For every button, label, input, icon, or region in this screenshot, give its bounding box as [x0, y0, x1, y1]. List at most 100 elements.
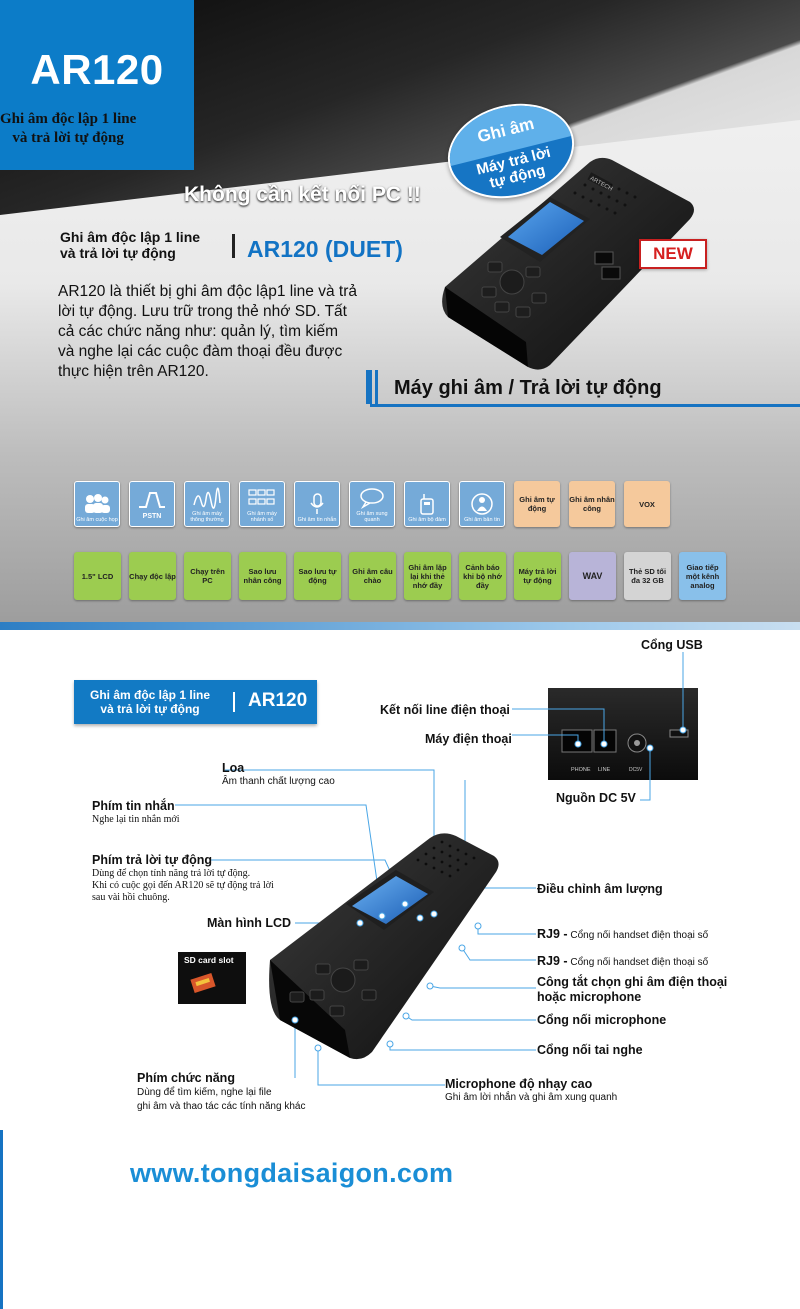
radio-icon	[420, 494, 434, 515]
heading-left-line1: Ghi âm độc lập 1 line	[60, 229, 201, 245]
rj9-port-a: RJ9 - Cổng nối handset điện thoại số	[537, 927, 708, 941]
auto-answer-desc2: Khi có cuộc gọi đến AR120 sẽ tự động trả…	[92, 880, 274, 891]
auto-answer-desc1: Dùng để chọn tính năng trả lời tự động.	[92, 868, 251, 879]
device-lcd	[352, 876, 428, 924]
speaker-desc: Âm thanh chất lượng cao	[222, 776, 335, 787]
auto-answer-desc3: sau vài hồi chuông.	[92, 892, 170, 903]
rj9-port-b: RJ9 - Cổng nối handset điện thoại số	[537, 954, 708, 968]
volume-label: Điều chỉnh âm lượng	[537, 882, 663, 896]
pstn-icon	[139, 492, 165, 508]
feature-label: Ghi âm tự động	[519, 495, 555, 513]
model-box: AR120 Ghi âm độc lập 1 line và trả lời t…	[0, 0, 194, 170]
sd-slot-label: SD card slot	[184, 955, 234, 965]
diagram-header-line2: và trả lời tự động	[100, 702, 200, 716]
feature-label: Ghi âm nhân công	[569, 495, 615, 513]
meeting-icon	[85, 494, 110, 513]
waveform-icon	[193, 487, 221, 509]
port-phone-label: PHONE	[571, 767, 591, 773]
lcd-label: Màn hình LCD	[207, 916, 292, 930]
feature-digital: Ghi âm máy nhánh số	[239, 481, 285, 527]
message-key-desc: Nghe lại tin nhắn mới	[92, 814, 180, 825]
rj9-a-desc: Cổng nối handset điện thoại số	[567, 930, 709, 941]
feature-analog: Ghi âm máy thông thường	[184, 481, 230, 527]
auto-answer-key-label: Phím trả lời tự động	[92, 853, 213, 867]
device-image: ARTECH	[442, 157, 694, 370]
device-body	[269, 833, 499, 1060]
heading-left: Ghi âm độc lập 1 line và trả lời tự động	[60, 229, 200, 261]
line-connect-label: Kết nối line điện thoại	[380, 703, 510, 717]
diagram-header-divider	[233, 692, 235, 712]
feature-news: Ghi âm bản tin	[459, 481, 505, 527]
feature-overwrite: Ghi âm lặp lại khi thẻ nhớ đầy	[404, 552, 451, 600]
diagram-header-line1: Ghi âm độc lập 1 line	[90, 688, 211, 702]
feature-memory-alert: Cảnh báo khi bộ nhớ đầy	[459, 552, 506, 600]
dc-power-label: Nguồn DC 5V	[556, 791, 636, 805]
feature-meeting: Ghi âm cuộc họp	[74, 481, 120, 527]
diagram-header-box: Ghi âm độc lập 1 line và trả lời tự động…	[74, 680, 317, 724]
mic-port-label: Cổng nối microphone	[537, 1013, 667, 1027]
function-key-desc1: Dùng để tìm kiếm, nghe lại file	[137, 1087, 272, 1098]
feature-label: Ghi âm máy thông thường	[190, 511, 224, 523]
feature-label: PSTN	[142, 513, 162, 520]
section-title: Máy ghi âm / Trả lời tự động	[394, 377, 662, 399]
feature-lcd: 1.5" LCD	[74, 552, 121, 600]
heading-model: AR120 (DUET)	[247, 236, 403, 262]
feature-wav: WAV	[569, 552, 616, 600]
section-underline	[370, 404, 800, 407]
left-accent-bar	[0, 1130, 3, 1309]
feature-ambient: Ghi âm xung quanh	[349, 481, 395, 527]
mic-sensitivity-label: Microphone độ nhạy cao	[445, 1077, 593, 1091]
feature-manual-record: Ghi âm nhân công	[569, 481, 615, 527]
port-dc-label: DC5V	[629, 767, 643, 773]
feature-label: Ghi âm tin nhắn	[297, 517, 337, 523]
feature-pc: Chạy trên PC	[184, 552, 231, 600]
feature-label: VOX	[639, 499, 655, 509]
microphone-icon	[310, 493, 324, 514]
feature-analog-channel: Giao tiếp một kênh analog	[679, 552, 726, 600]
speech-icon	[360, 488, 384, 509]
port-line-label: LINE	[598, 767, 611, 773]
website-link[interactable]: www.tongdaisaigon.com	[130, 1158, 454, 1188]
function-key-desc2: ghi âm và thao tác các tính năng khác	[137, 1101, 306, 1112]
banner-bottom-line	[0, 622, 800, 630]
section-accent-thin	[375, 370, 378, 404]
feature-manual-backup: Sao lưu nhân công	[239, 552, 286, 600]
switch-label-1: Công tắt chọn ghi âm điện thoại	[537, 975, 728, 989]
section-accent	[366, 370, 372, 404]
diagram-header-model: AR120	[248, 690, 308, 711]
feature-label: Ghi âm bản tin	[464, 517, 500, 523]
diagram-drawing: PHONE LINE DC5V	[175, 652, 698, 1086]
feature-radio: Ghi âm bộ đàm	[404, 481, 450, 527]
rj9-b-desc: Cổng nối handset điện thoại số	[567, 957, 709, 968]
feature-answering: Máy trả lời tự động	[514, 552, 561, 600]
feature-greeting: Ghi âm câu chào	[349, 552, 396, 600]
feature-label: Ghi âm xung quanh	[356, 511, 388, 523]
speaker-label: Loa	[222, 761, 245, 775]
rj9-b-title: RJ9 -	[537, 954, 568, 968]
feature-sd-card: Thẻ SD tối đa 32 GB	[624, 552, 671, 600]
product-description: AR120 là thiết bị ghi âm độc lập1 line v…	[58, 283, 357, 380]
feature-vox: VOX	[624, 481, 670, 527]
feature-label: Ghi âm bộ đàm	[408, 517, 446, 523]
feature-message: Ghi âm tin nhắn	[294, 481, 340, 527]
mic-sensitivity-desc: Ghi âm lời nhắn và ghi âm xung quanh	[445, 1092, 618, 1103]
no-pc-slogan: Không cần kết nối PC !!	[184, 183, 421, 206]
person-icon	[471, 493, 493, 515]
feature-label: Ghi âm cuộc họp	[76, 517, 118, 523]
top-banner: AR120 Ghi âm độc lập 1 line và trả lời t…	[0, 0, 800, 630]
function-key-label: Phím chức năng	[137, 1071, 235, 1085]
feature-pstn: PSTN	[129, 481, 175, 527]
feature-standalone: Chạy độc lập	[129, 552, 176, 600]
heading-divider	[232, 234, 235, 258]
rj9-a-title: RJ9 -	[537, 927, 568, 941]
model-title: AR120	[30, 46, 164, 93]
model-sub-line1: Ghi âm độc lập 1 line	[0, 111, 137, 127]
heading-left-line2: và trả lời tự động	[60, 245, 176, 261]
model-subtitle: Ghi âm độc lập 1 line và trả lời tự động	[0, 110, 136, 148]
feature-auto-backup: Sao lưu tự động	[294, 552, 341, 600]
switch-label-2: hoặc microphone	[537, 990, 642, 1004]
model-sub-line2: và trả lời tự động	[12, 130, 124, 146]
usb-port-label: Cổng USB	[641, 638, 703, 652]
new-badge: NEW	[639, 239, 707, 269]
diagram-header-left: Ghi âm độc lập 1 line và trả lời tự động	[90, 688, 210, 716]
